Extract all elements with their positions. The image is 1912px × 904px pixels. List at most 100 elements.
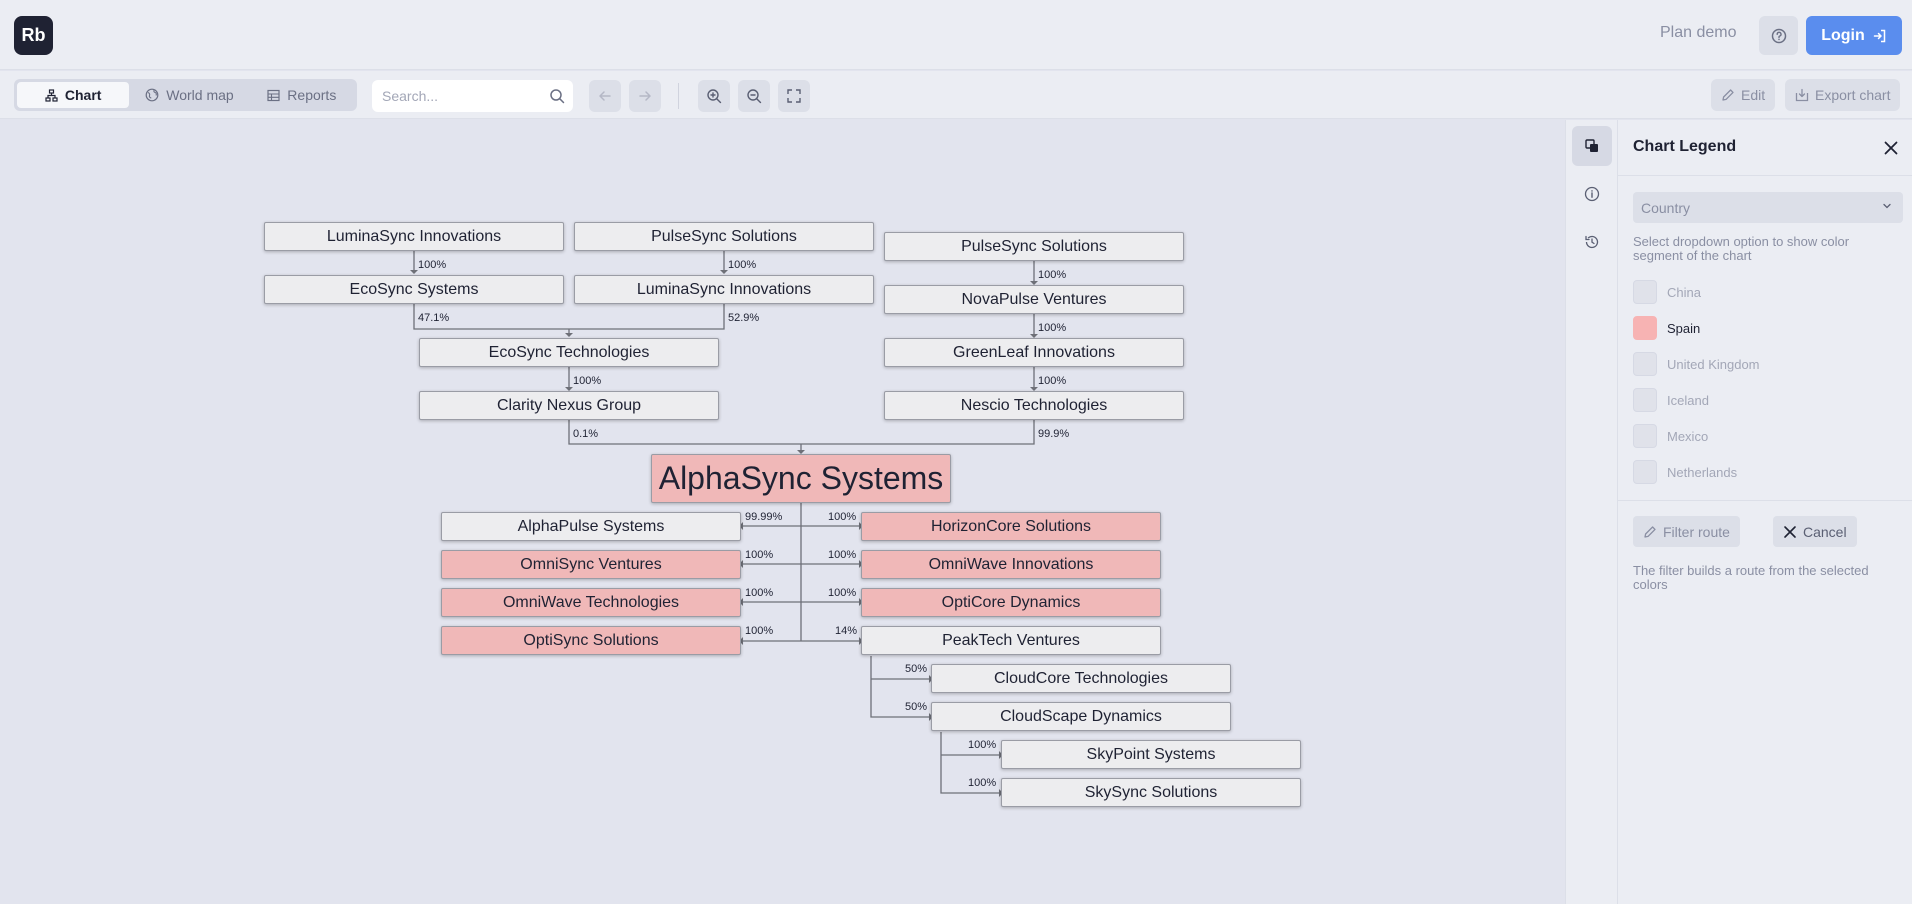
entity-node[interactable]: PulseSync Solutions bbox=[574, 222, 874, 251]
entity-node[interactable]: PeakTech Ventures bbox=[861, 626, 1161, 655]
close-icon bbox=[1784, 525, 1796, 538]
help-button[interactable] bbox=[1759, 16, 1798, 55]
toolbar-divider bbox=[678, 83, 679, 109]
color-swatch bbox=[1633, 424, 1657, 448]
chevron-down-icon bbox=[1883, 203, 1891, 209]
search-input[interactable] bbox=[372, 80, 542, 112]
color-swatch bbox=[1633, 280, 1657, 304]
back-button[interactable] bbox=[589, 80, 621, 112]
zoom-out-icon bbox=[747, 89, 762, 104]
dropdown-value: Country bbox=[1641, 199, 1691, 216]
ownership-label: 100% bbox=[418, 259, 447, 271]
ownership-label: 100% bbox=[1038, 375, 1067, 387]
org-chart-icon bbox=[45, 88, 58, 102]
color-swatch bbox=[1633, 352, 1657, 376]
legend-item-netherlands[interactable]: Netherlands bbox=[1633, 460, 1737, 484]
legend-item-spain[interactable]: Spain bbox=[1633, 316, 1700, 340]
legend-item-label: Spain bbox=[1667, 320, 1701, 336]
legend-item-label: Iceland bbox=[1667, 392, 1709, 408]
legend-field-dropdown[interactable]: Country bbox=[1633, 192, 1903, 223]
help-icon bbox=[1771, 28, 1786, 43]
legend-panel-button[interactable] bbox=[1572, 126, 1612, 166]
close-icon bbox=[1884, 141, 1898, 155]
entity-node[interactable]: GreenLeaf Innovations bbox=[884, 338, 1184, 367]
filter-hint: The filter builds a route from the selec… bbox=[1633, 563, 1869, 592]
color-swatch bbox=[1633, 316, 1657, 340]
login-button[interactable]: Login bbox=[1806, 16, 1902, 55]
tab-world-map[interactable]: World map bbox=[131, 82, 247, 108]
tab-reports[interactable]: Reports bbox=[250, 82, 354, 108]
legend-item-label: China bbox=[1667, 284, 1701, 300]
entity-node[interactable]: SkySync Solutions bbox=[1001, 778, 1301, 807]
ownership-label: 100% bbox=[745, 549, 774, 561]
info-panel-button[interactable] bbox=[1572, 174, 1612, 214]
root-entity-node[interactable]: AlphaSync Systems bbox=[651, 454, 951, 503]
side-rail bbox=[1565, 120, 1617, 904]
ownership-label: 99.9% bbox=[1038, 428, 1070, 440]
tab-chart-label: Chart bbox=[64, 87, 102, 103]
forward-button[interactable] bbox=[629, 80, 661, 112]
entity-node[interactable]: CloudScape Dynamics bbox=[931, 702, 1231, 731]
ownership-label: 99.99% bbox=[745, 511, 783, 523]
ownership-label: 100% bbox=[1038, 322, 1067, 334]
tab-chart[interactable]: Chart bbox=[17, 82, 130, 108]
entity-node[interactable]: Clarity Nexus Group bbox=[419, 391, 719, 420]
entity-node[interactable]: Nescio Technologies bbox=[884, 391, 1184, 420]
entity-node[interactable]: CloudCore Technologies bbox=[931, 664, 1231, 693]
entity-node[interactable]: SkyPoint Systems bbox=[1001, 740, 1301, 769]
zoom-in-button[interactable] bbox=[698, 80, 730, 112]
ownership-label: 100% bbox=[573, 375, 602, 387]
plan-demo-link[interactable]: Plan demo bbox=[1660, 24, 1737, 41]
chart-legend-panel: Chart Legend Country Select dropdown opt… bbox=[1617, 120, 1912, 904]
entity-node[interactable]: NovaPulse Ventures bbox=[884, 285, 1184, 314]
entity-node[interactable]: EcoSync Systems bbox=[264, 275, 564, 304]
entity-node[interactable]: OmniSync Ventures bbox=[441, 550, 741, 579]
entity-node[interactable]: HorizonCore Solutions bbox=[861, 512, 1161, 541]
arrow-left-icon bbox=[599, 91, 611, 101]
legend-item-label: Netherlands bbox=[1667, 464, 1738, 480]
ownership-label: 100% bbox=[745, 625, 774, 637]
chart-canvas[interactable]: LuminaSync Innovations PulseSync Solutio… bbox=[0, 120, 1565, 904]
entity-node[interactable]: OmniWave Innovations bbox=[861, 550, 1161, 579]
legend-item-iceland[interactable]: Iceland bbox=[1633, 388, 1709, 412]
history-panel-button[interactable] bbox=[1572, 222, 1612, 262]
connector-lines bbox=[413, 251, 1035, 794]
login-label: Login bbox=[1821, 26, 1865, 44]
legend-item-label: Mexico bbox=[1667, 428, 1709, 444]
fit-screen-button[interactable] bbox=[778, 80, 810, 112]
legend-item-united-kingdom[interactable]: United Kingdom bbox=[1633, 352, 1760, 376]
filter-route-button[interactable]: Filter route bbox=[1633, 516, 1740, 547]
app-header: Rb Plan demo Login bbox=[0, 0, 1912, 70]
entity-node[interactable]: LuminaSync Innovations bbox=[574, 275, 874, 304]
entity-node[interactable]: OptiCore Dynamics bbox=[861, 588, 1161, 617]
ownership-label: 100% bbox=[828, 587, 857, 599]
entity-node[interactable]: EcoSync Technologies bbox=[419, 338, 719, 367]
ownership-label: 100% bbox=[968, 739, 997, 751]
zoom-out-button[interactable] bbox=[738, 80, 770, 112]
export-chart-button[interactable]: Export chart bbox=[1785, 79, 1901, 111]
tab-world-map-label: World map bbox=[166, 87, 234, 103]
login-icon bbox=[1873, 29, 1886, 42]
entity-node[interactable]: AlphaPulse Systems bbox=[441, 512, 741, 541]
ownership-label: 0.1% bbox=[573, 428, 599, 440]
search-icon[interactable] bbox=[549, 88, 565, 104]
legend-item-mexico[interactable]: Mexico bbox=[1633, 424, 1708, 448]
pencil-icon bbox=[1722, 89, 1734, 101]
close-panel-button[interactable] bbox=[1879, 136, 1903, 160]
layers-icon bbox=[1585, 139, 1598, 152]
toolbar: Chart World map Reports Edit Export char… bbox=[0, 71, 1912, 119]
entity-node[interactable]: PulseSync Solutions bbox=[884, 232, 1184, 261]
edit-button[interactable]: Edit bbox=[1711, 79, 1776, 111]
ownership-label: 100% bbox=[828, 511, 857, 523]
panel-title: Chart Legend bbox=[1633, 138, 1737, 155]
entity-node[interactable]: OptiSync Solutions bbox=[441, 626, 741, 655]
cancel-button[interactable]: Cancel bbox=[1773, 516, 1857, 547]
ownership-label: 47.1% bbox=[418, 312, 450, 324]
tab-reports-label: Reports bbox=[287, 87, 337, 103]
entity-node[interactable]: OmniWave Technologies bbox=[441, 588, 741, 617]
globe-icon bbox=[145, 88, 159, 102]
app-logo[interactable]: Rb bbox=[14, 16, 53, 55]
legend-item-china[interactable]: China bbox=[1633, 280, 1701, 304]
ownership-label: 50% bbox=[905, 663, 928, 675]
entity-node[interactable]: LuminaSync Innovations bbox=[264, 222, 564, 251]
